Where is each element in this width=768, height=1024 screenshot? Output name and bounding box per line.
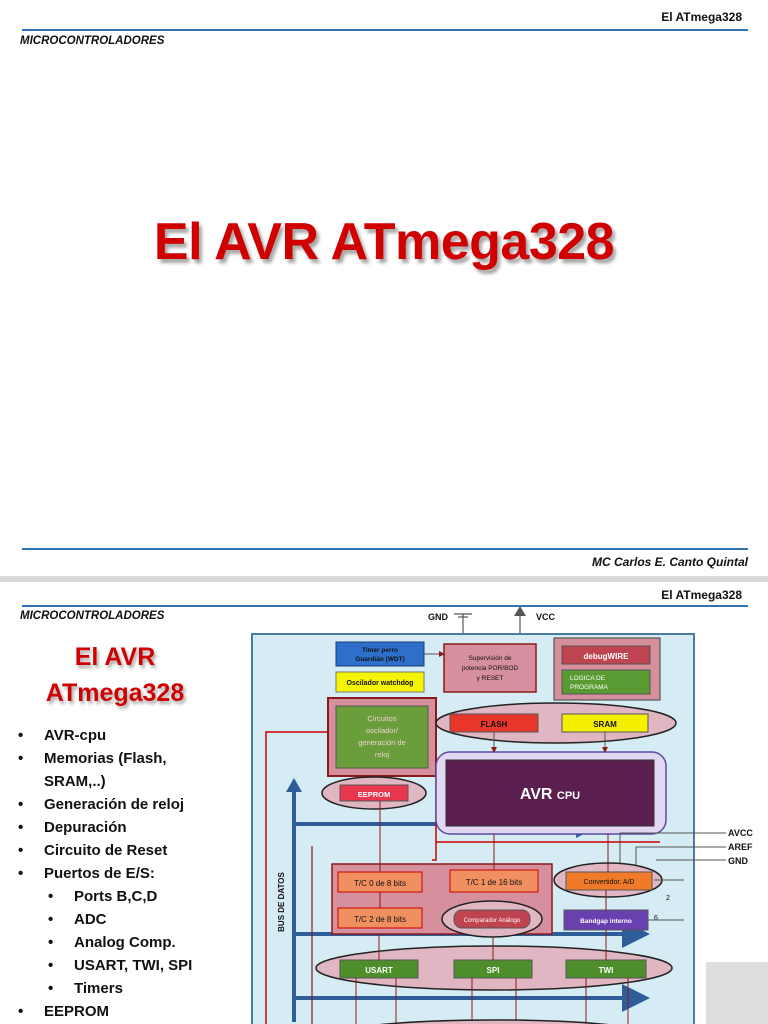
slide-1-author: MC Carlos E. Canto Quintal [591, 555, 748, 569]
bullet-item: EEPROM [16, 1000, 236, 1023]
slide-1-title: El AVR ATmega328 [153, 213, 615, 271]
bullet-item: Timers [16, 977, 236, 1000]
svg-text:potencia POR/BOD: potencia POR/BOD [462, 665, 519, 672]
slide-2-header-right: El ATmega328 [661, 588, 742, 602]
bullet-item: Analog Comp. [16, 931, 236, 954]
slide-2-header-left: MICROCONTROLADORES [20, 610, 165, 622]
tc0-label: T/C 0 de 8 bits [354, 879, 406, 888]
slide-1: El ATmega328 MICROCONTROLADORES El AVR A… [20, 10, 748, 569]
vcc-top-label: VCC [536, 612, 556, 622]
svg-text:PROGRAMA: PROGRAMA [570, 684, 609, 691]
corner-decoration [706, 962, 768, 1024]
svg-text:y RESET: y RESET [477, 675, 504, 682]
memory-ellipse [435, 702, 677, 744]
svg-text:Circuitos: Circuitos [367, 714, 396, 723]
vcc-symbol [514, 606, 526, 616]
svg-text:reloj: reloj [375, 750, 390, 759]
bullet-item: Generación de reloj [16, 793, 236, 816]
wdt-label-2: Guardián (WDT) [355, 656, 404, 663]
bullet-item: USART, TWI, SPI [16, 954, 236, 977]
debugwire-label: debugWIRE [584, 652, 630, 661]
adc-label: Convertidor. A/D [584, 879, 635, 886]
spi-label: SPI [487, 966, 500, 975]
bullet-item: AVR-cpu [16, 724, 236, 747]
usart-label: USART [365, 966, 393, 975]
slide-1-bottom-rule [22, 548, 748, 550]
svg-text:generación de: generación de [358, 738, 406, 747]
eeprom-label: EEPROM [358, 790, 391, 799]
slide-1-top-rule [22, 29, 748, 31]
slide-2-title-line2: ATmega328 [45, 679, 185, 707]
comparador-label: Comparador Análogo [464, 918, 521, 924]
twi-label: TWI [599, 966, 614, 975]
bullet-item: ADC [16, 908, 236, 931]
tc1-label: T/C 1 de 16 bits [466, 878, 522, 887]
slide-separator [0, 576, 768, 582]
gnd-right-label: GND [728, 856, 749, 866]
osc-wd-block [335, 671, 425, 693]
data-bus-arrow [286, 778, 302, 1022]
bullet-item: Circuito de Reset [16, 839, 236, 862]
slide-2-top-rule [22, 605, 748, 607]
flash-label: FLASH [481, 720, 508, 729]
slide-2-title-line1: El AVR [74, 643, 156, 671]
comparador-block [453, 909, 531, 929]
sram-label: SRAM [593, 720, 617, 729]
bus-label: BUS DE DATOS [277, 871, 286, 931]
osc-wd-label: Oscilador watchdog [347, 680, 414, 687]
gnd-top-label: GND [428, 612, 449, 622]
num-6: 6 [654, 915, 658, 922]
slide-2: El ATmega328 MICROCONTROLADORES El AVR A… [0, 582, 768, 1024]
avr-cpu-label: AVR CPU [520, 786, 580, 803]
debugwire-block [561, 645, 651, 665]
svg-text:oscilador/: oscilador/ [366, 726, 399, 735]
num-2: 2 [666, 895, 670, 902]
bullet-item: SRAM,..) [44, 773, 106, 790]
bullet-item: Depuración [16, 816, 236, 839]
tc2-label: T/C 2 de 8 bits [354, 915, 406, 924]
eeprom-block [339, 784, 409, 802]
bullet-item: Ports B,C,D [16, 885, 236, 908]
bandgap-label: Bandgap interno [580, 918, 632, 925]
bullet-list: AVR-cpuMemorias (Flash, SRAM,..) Generació… [16, 724, 236, 1023]
wdt-label-1: Timer perro [362, 647, 398, 654]
aref-label: AREF [728, 842, 753, 852]
logica-block [561, 669, 651, 695]
atmega328-block-diagram: GND VCC BUS DE DATOS Timer perro Guardiá… [251, 606, 768, 1024]
slide-1-header-left: MICROCONTROLADORES [20, 35, 165, 47]
bullet-item: Memorias (Flash, [16, 747, 236, 770]
adc-block [565, 871, 653, 891]
avcc-label: AVCC [728, 828, 753, 838]
circuitos-block [335, 705, 429, 769]
svg-text:LOGICA DE: LOGICA DE [570, 675, 606, 682]
slide-1-header-right: El ATmega328 [661, 10, 742, 24]
ports-ellipse [378, 1019, 610, 1024]
avr-cpu-block [445, 759, 655, 827]
svg-text:Supervisión de: Supervisión de [469, 655, 512, 662]
supervision-block [443, 643, 537, 693]
bullet-item: Puertos de E/S: [16, 862, 236, 885]
